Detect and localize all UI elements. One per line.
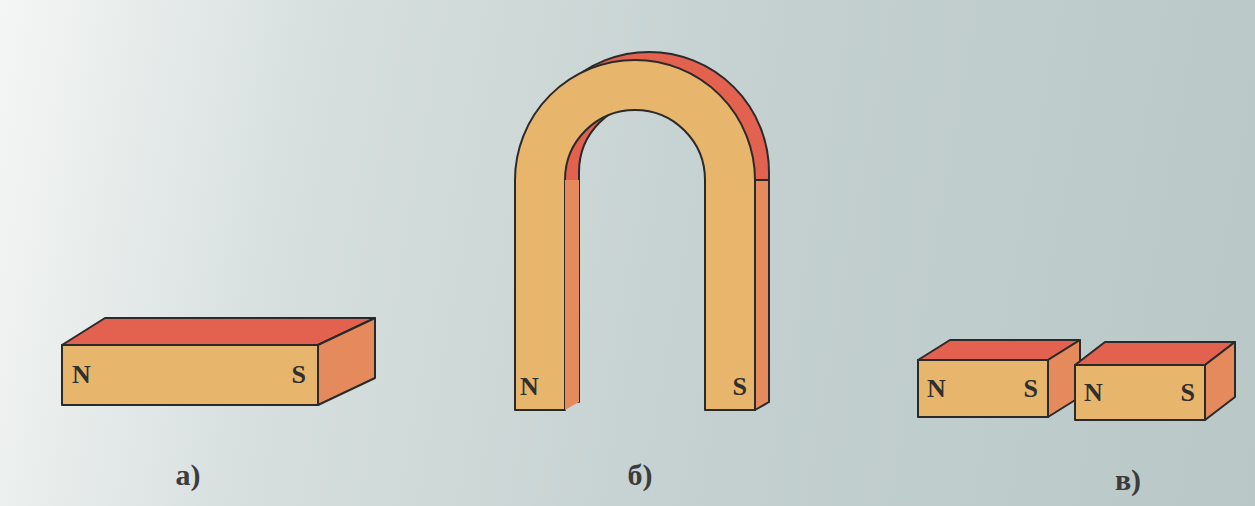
figure-caption: а) [176,460,201,490]
bar-magnet: NS [62,345,318,405]
pole-letter: N [520,374,539,400]
figure-caption: в) [1115,465,1141,495]
pole-letter: S [292,362,306,388]
pole-letter: S [1024,376,1038,402]
horseshoe-magnet: NS [515,60,755,410]
pole-letter: S [733,374,747,400]
bar-magnet: NS [918,360,1048,417]
figure-caption: б) [628,460,653,490]
pole-letter: N [1084,380,1103,406]
pole-letter: N [72,362,91,388]
bar-magnet: NS [1075,365,1205,420]
pole-letter: S [1181,380,1195,406]
pole-letter: N [927,376,946,402]
